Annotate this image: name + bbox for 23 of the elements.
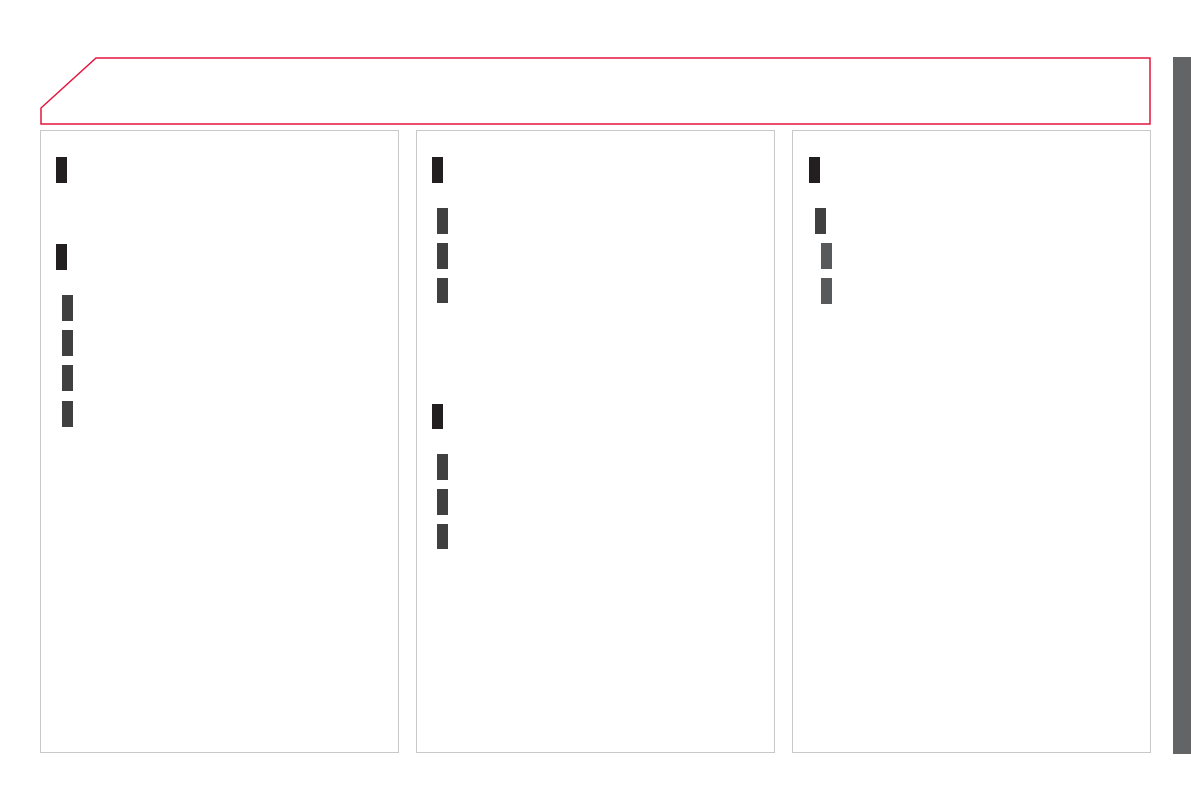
side-tab xyxy=(1173,57,1191,754)
marker-bar xyxy=(437,278,448,303)
header-band xyxy=(40,57,1151,125)
marker-bar xyxy=(432,404,443,429)
marker-bar xyxy=(809,157,820,183)
marker-bar xyxy=(62,365,73,391)
marker-bar xyxy=(437,208,448,234)
marker-bar xyxy=(56,244,67,270)
marker-bar xyxy=(56,157,67,183)
panel-frame xyxy=(792,130,1151,753)
panel-frame xyxy=(416,130,775,753)
panel-frame xyxy=(40,130,399,753)
marker-bar xyxy=(432,157,443,183)
marker-bar xyxy=(62,295,73,321)
marker-bar xyxy=(62,330,73,356)
marker-bar xyxy=(821,243,832,269)
marker-bar xyxy=(815,208,826,234)
marker-bar xyxy=(437,489,448,515)
marker-bar xyxy=(437,454,448,480)
marker-bar xyxy=(437,243,448,269)
marker-bar xyxy=(437,524,448,549)
marker-bar xyxy=(821,278,832,304)
marker-bar xyxy=(62,401,73,427)
